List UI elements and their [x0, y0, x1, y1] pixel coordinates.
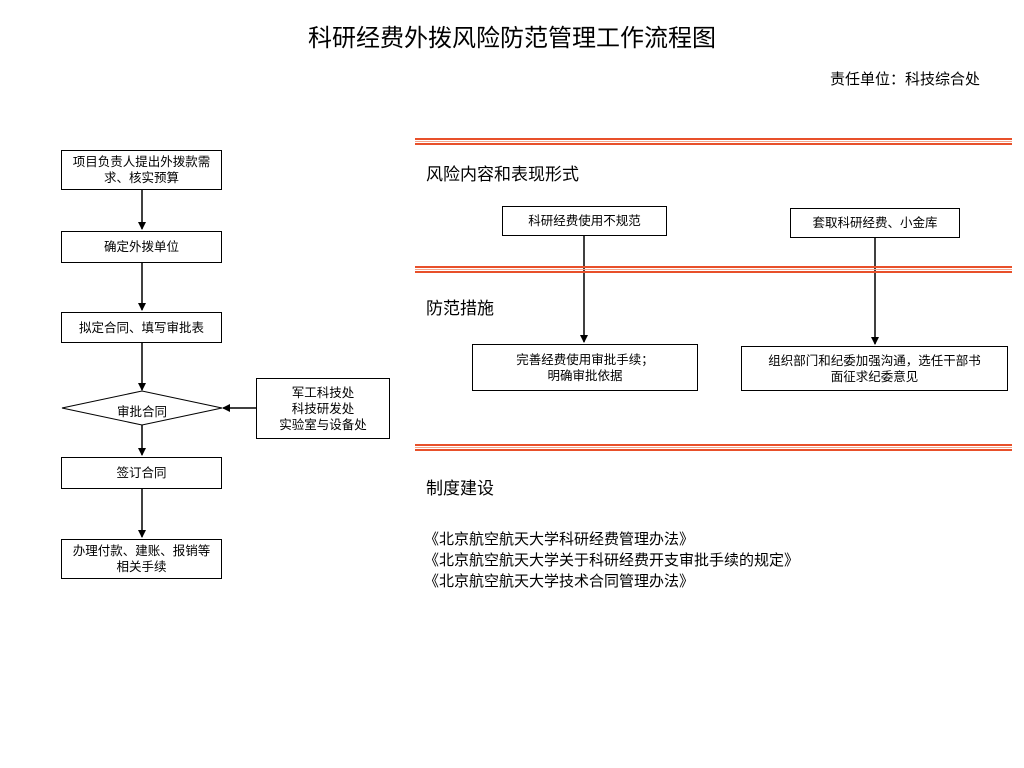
responsible-unit: 责任单位：科技综合处: [829, 70, 980, 88]
reviewers-box: 军工科技处 科技研发处 实验室与设备处: [256, 378, 390, 439]
document-item: 《北京航空航天大学科研经费管理办法》: [424, 530, 695, 548]
flow-step-approve-contract: 审批合同: [116, 404, 167, 419]
flow-step-payment: 办理付款、建账、报销等 相关手续: [61, 539, 222, 579]
flow-step-determine-unit: 确定外拨单位: [61, 231, 222, 263]
section-heading-measures: 防范措施: [426, 299, 494, 319]
page-title: 科研经费外拨风险防范管理工作流程图: [308, 24, 716, 52]
decision-diamond: [61, 390, 223, 426]
flow-step-sign-contract: 签订合同: [61, 457, 222, 489]
flow-step-submit-request: 项目负责人提出外拨款需 求、核实预算: [61, 150, 222, 190]
divider-measures: [415, 266, 1012, 273]
document-item: 《北京航空航天大学关于科研经费开支审批手续的规定》: [424, 551, 800, 569]
document-item: 《北京航空航天大学技术合同管理办法》: [424, 572, 695, 590]
risk-item-misappropriation: 套取科研经费、小金库: [790, 208, 960, 238]
divider-risk: [415, 138, 1012, 145]
flow-step-draft-contract: 拟定合同、填写审批表: [61, 312, 222, 343]
divider-system: [415, 444, 1012, 451]
section-heading-risk: 风险内容和表现形式: [426, 165, 579, 185]
measure-item-approval: 完善经费使用审批手续； 明确审批依据: [472, 344, 698, 391]
section-heading-system: 制度建设: [426, 479, 494, 499]
risk-item-irregular-use: 科研经费使用不规范: [502, 206, 667, 236]
measure-item-consultation: 组织部门和纪委加强沟通，选任干部书 面征求纪委意见: [741, 346, 1008, 391]
